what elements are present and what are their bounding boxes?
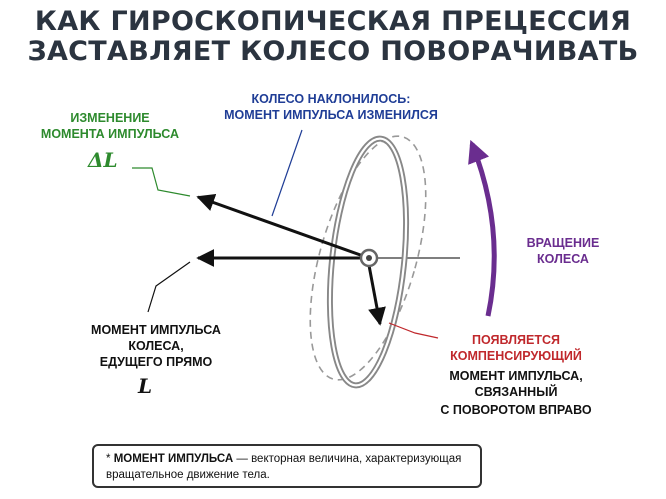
leader-change xyxy=(132,167,191,197)
straight-label-line-2: КОЛЕСА, xyxy=(128,339,184,353)
leader-tilt xyxy=(271,129,303,217)
comp-label-line-4: СВЯЗАННЫЙ xyxy=(474,385,558,399)
footnote-definition: — векторная величина, характеризующая вр… xyxy=(106,453,462,481)
rotation-label-line-1: ВРАЩЕНИЕ xyxy=(526,236,600,250)
rotation-arrow xyxy=(468,139,497,317)
tilt-label-line-1: КОЛЕСО НАКЛОНИЛОСЬ: xyxy=(251,92,411,106)
title-line-2: ЗАСТАВЛЯЕТ КОЛЕСО ПОВОРАЧИВАТЬ xyxy=(27,36,639,67)
rotation-label-line-2: КОЛЕСА xyxy=(537,252,589,266)
change-label-line-2: МОМЕНТА ИМПУЛЬСА xyxy=(40,127,180,141)
leader-compensating xyxy=(388,322,439,339)
vector-changed xyxy=(196,193,367,259)
comp-label-line-1: ПОЯВЛЯЕТСЯ xyxy=(472,333,560,347)
comp-label-line-2: КОМПЕНСИРУЮЩИЙ xyxy=(450,349,582,363)
comp-label-line-3: МОМЕНТ ИМПУЛЬСА, xyxy=(449,369,583,383)
leader-straight xyxy=(147,261,191,313)
footnote-star: * xyxy=(106,453,111,465)
footnote-box: * МОМЕНТ ИМПУЛЬСА — векторная величина, … xyxy=(92,444,482,488)
vector-compensating xyxy=(366,259,386,326)
tilted-wheel-outline xyxy=(309,135,427,381)
title-line-1: КАК ГИРОСКОПИЧЕСКАЯ ПРЕЦЕССИЯ xyxy=(34,6,632,37)
footnote-term: МОМЕНТ ИМПУЛЬСА xyxy=(113,453,234,465)
change-label-line-1: ИЗМЕНЕНИЕ xyxy=(70,111,150,125)
comp-label-line-5: С ПОВОРОТОМ ВПРАВО xyxy=(440,403,592,417)
straight-label-line-1: МОМЕНТ ИМПУЛЬСА xyxy=(91,323,221,337)
delta-l-symbol: ΔL xyxy=(88,148,118,172)
l-symbol: L xyxy=(138,374,153,398)
straight-label-line-3: ЕДУЩЕГО ПРЯМО xyxy=(99,355,213,369)
hub-center xyxy=(366,255,372,261)
tilt-label-line-2: МОМЕНТ ИМПУЛЬСА ИЗМЕНИЛСЯ xyxy=(224,108,438,122)
